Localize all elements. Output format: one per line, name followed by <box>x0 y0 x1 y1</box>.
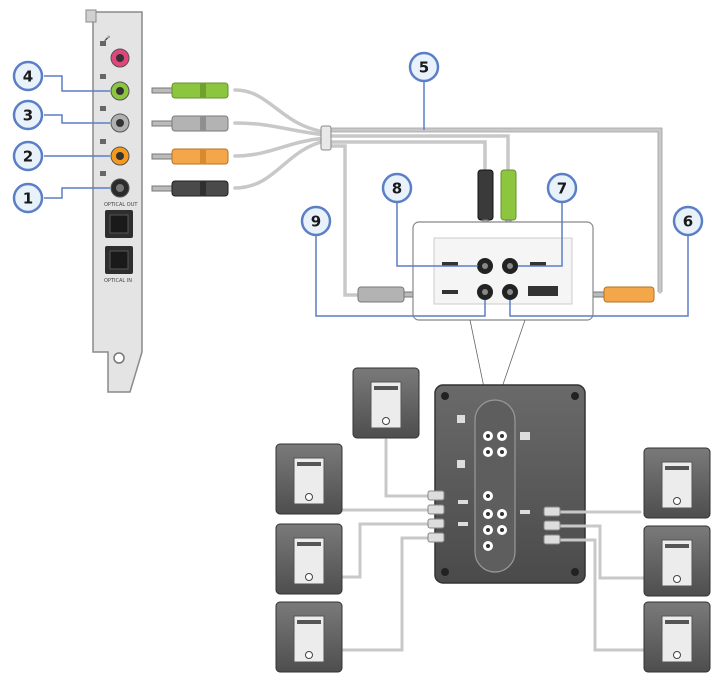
svg-text:6: 6 <box>683 213 693 231</box>
jack-black[interactable] <box>110 178 130 198</box>
jack-pink[interactable] <box>110 48 130 68</box>
speaker-right-3 <box>643 601 711 673</box>
callout-3: 3 <box>12 99 44 131</box>
speaker-left-2 <box>275 523 343 595</box>
svg-text:4: 4 <box>23 68 33 86</box>
plug-gray[interactable] <box>151 115 229 132</box>
speaker-top-left <box>352 367 420 439</box>
speaker-left-1 <box>275 443 343 515</box>
svg-text:7: 7 <box>557 180 567 198</box>
cable-bundle <box>233 88 662 297</box>
jack-orange[interactable] <box>110 146 130 166</box>
plug-orange[interactable] <box>151 148 229 165</box>
callout-5: 5 <box>408 51 440 83</box>
svg-text:8: 8 <box>392 180 402 198</box>
speaker-right-1 <box>643 447 711 519</box>
callout-leaders <box>44 75 689 317</box>
callout-1: 1 <box>12 182 44 214</box>
callout-4: 4 <box>12 60 44 92</box>
cable-outline <box>330 127 663 292</box>
cable-tie <box>320 125 332 151</box>
svg-text:5: 5 <box>419 59 429 77</box>
callout-2: 2 <box>12 140 44 172</box>
callout-8: 8 <box>381 172 413 204</box>
svg-text:1: 1 <box>23 190 33 208</box>
svg-text:2: 2 <box>23 148 33 166</box>
rca-connectors-left <box>427 490 445 543</box>
speaker-right-2 <box>643 525 711 597</box>
jack-green[interactable] <box>110 81 130 101</box>
optical-out-port[interactable] <box>105 210 133 238</box>
svg-text:🎤: 🎤 <box>104 35 111 42</box>
callout-7: 7 <box>546 172 578 204</box>
callout-6: 6 <box>672 205 704 237</box>
optical-in-label: OPTICAL IN <box>104 278 132 284</box>
subwoofer-panel <box>434 384 586 584</box>
plug-green[interactable] <box>151 82 229 99</box>
rca-connectors-right <box>543 506 561 545</box>
svg-text:3: 3 <box>23 107 33 125</box>
jack-panel-inset <box>412 221 594 321</box>
plug-black[interactable] <box>151 180 229 197</box>
optical-out-label: OPTICAL OUT <box>104 202 138 208</box>
optical-in-port[interactable] <box>105 246 133 274</box>
jack-gray[interactable] <box>110 113 130 133</box>
sound-card-bracket: 🎤 <box>85 9 143 393</box>
jack-glyphs <box>100 41 106 176</box>
svg-text:9: 9 <box>311 213 321 231</box>
callout-9: 9 <box>300 205 332 237</box>
speaker-left-3 <box>275 601 343 673</box>
